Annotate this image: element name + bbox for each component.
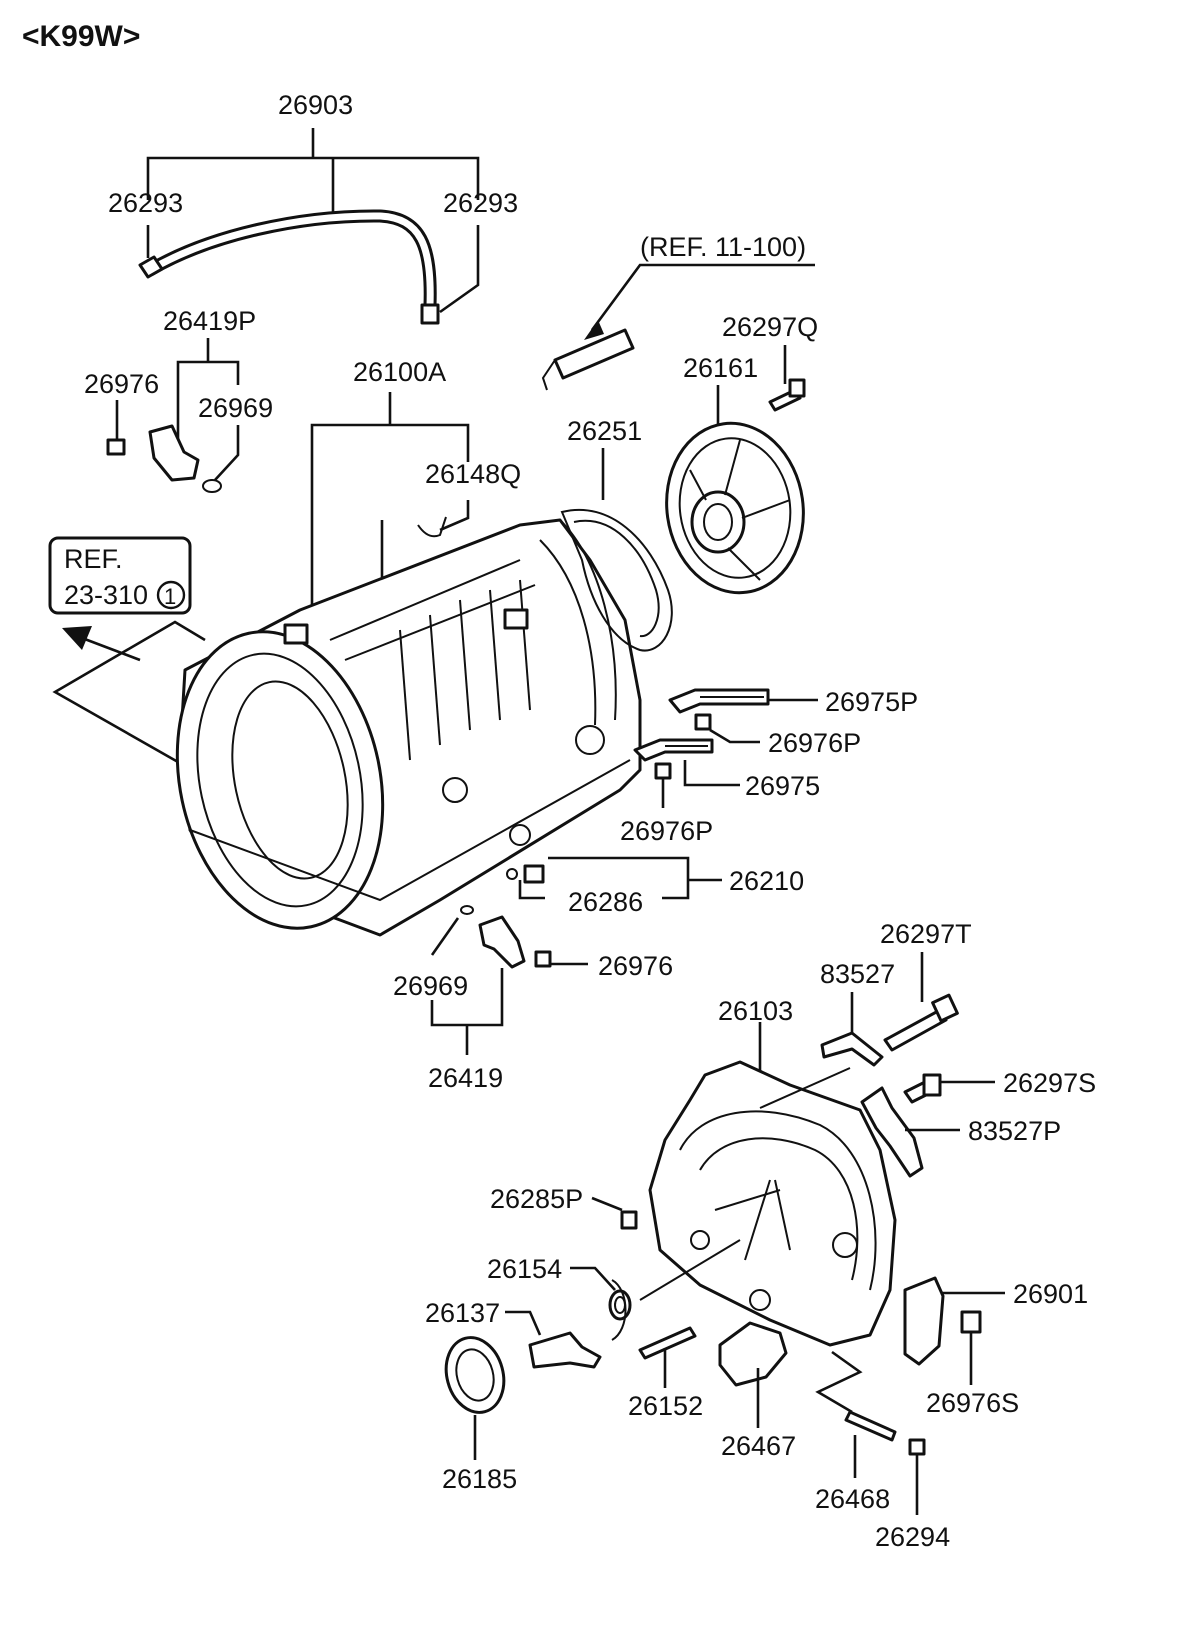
part-label-26903: 26903 <box>278 90 353 120</box>
speed-sensor-top <box>106 338 240 493</box>
part-label-26286: 26286 <box>568 887 643 917</box>
housing-bolts-brackets <box>820 952 995 1178</box>
transmission-case <box>175 392 642 937</box>
part-label-26419P: 26419P <box>163 306 256 336</box>
model-code: <K99W> <box>22 20 140 53</box>
ref-box-line2: 23-310 <box>64 580 148 610</box>
ref-23-310-box <box>48 536 206 764</box>
part-label-26294: 26294 <box>875 1522 950 1552</box>
housing-small-parts <box>444 1196 1005 1515</box>
part-label-26152: 26152 <box>628 1391 703 1421</box>
part-label-26975P: 26975P <box>825 687 918 717</box>
part-label-26975: 26975 <box>745 771 820 801</box>
part-label-26293-right: 26293 <box>443 188 518 218</box>
converter-housing <box>639 1022 897 1347</box>
part-label-26976-mid: 26976 <box>598 951 673 981</box>
hose-assembly <box>138 128 480 325</box>
part-label-26100A: 26100A <box>353 357 446 387</box>
ref-11-100-label: (REF. 11-100) <box>640 232 806 262</box>
part-label-26137: 26137 <box>425 1298 500 1328</box>
part-label-26468: 26468 <box>815 1484 890 1514</box>
part-label-26467: 26467 <box>721 1431 796 1461</box>
part-label-26969-mid: 26969 <box>393 971 468 1001</box>
part-label-26210: 26210 <box>729 866 804 896</box>
part-label-26976P-right: 26976P <box>768 728 861 758</box>
part-label-26297S: 26297S <box>1003 1068 1096 1098</box>
part-label-26103: 26103 <box>718 996 793 1026</box>
part-label-26161: 26161 <box>683 353 758 383</box>
part-label-26419: 26419 <box>428 1063 503 1093</box>
speed-sensor-lower <box>430 905 588 1055</box>
sealant-tube <box>541 263 815 391</box>
plug-assembly <box>506 856 722 900</box>
part-label-26976-top: 26976 <box>84 369 159 399</box>
part-label-26185: 26185 <box>442 1464 517 1494</box>
oil-tube-brackets <box>633 688 818 808</box>
part-label-26293-left: 26293 <box>108 188 183 218</box>
part-label-26297T: 26297T <box>880 919 972 949</box>
part-label-26901: 26901 <box>1013 1279 1088 1309</box>
part-label-26976P-lower: 26976P <box>620 816 713 846</box>
part-label-26285P: 26285P <box>490 1184 583 1214</box>
part-label-83527: 83527 <box>820 959 895 989</box>
part-label-83527P: 83527P <box>968 1116 1061 1146</box>
ref-box-line1: REF. <box>64 544 123 574</box>
part-label-26148Q: 26148Q <box>425 459 521 489</box>
part-label-26976S: 26976S <box>926 1388 1019 1418</box>
gasket <box>560 448 673 652</box>
part-label-26251: 26251 <box>567 416 642 446</box>
part-label-26969-top: 26969 <box>198 393 273 423</box>
part-label-26297Q: 26297Q <box>722 312 818 342</box>
part-label-26154: 26154 <box>487 1254 562 1284</box>
ref-box-circle-number: 1 <box>164 584 176 609</box>
oil-pump <box>665 345 806 595</box>
